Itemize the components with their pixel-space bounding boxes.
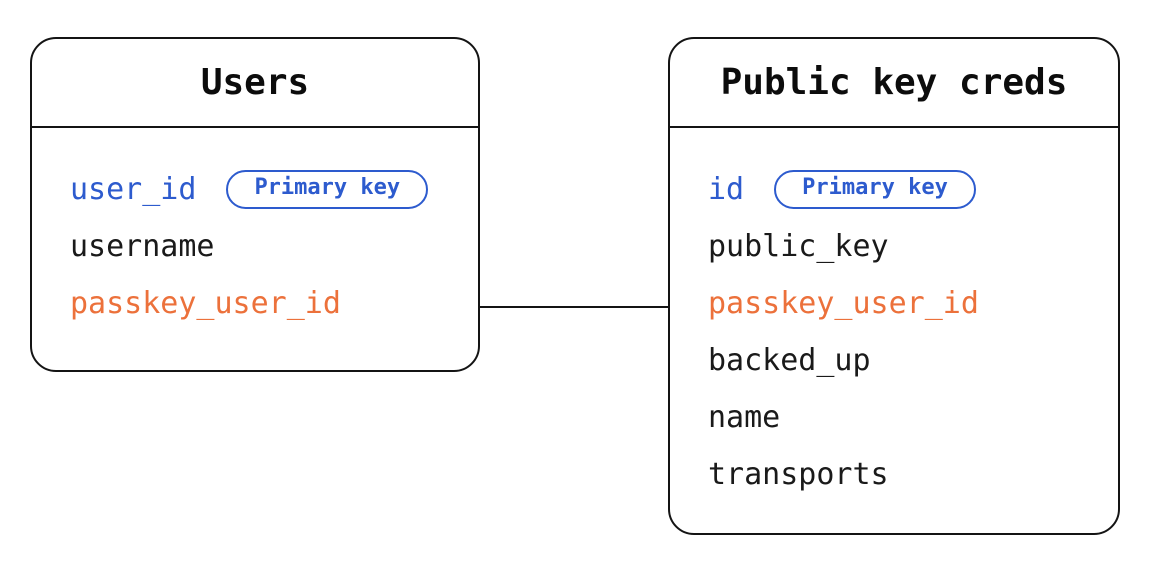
field-name-backed-up: backed_up (708, 343, 871, 378)
field-name-user-id: user_id (70, 172, 197, 207)
field-name-id: id (708, 172, 745, 207)
primary-key-badge: Primary key (774, 170, 976, 209)
table-users-body: user_id Primary key username passkey_use… (32, 128, 478, 332)
field-row-user-id: user_id Primary key (70, 161, 458, 218)
table-public-key-creds: Public key creds id Primary key public_k… (668, 37, 1120, 535)
field-row-username: username (70, 218, 458, 275)
field-name-public-key: public_key (708, 229, 889, 264)
field-row-id: id Primary key (708, 161, 1098, 218)
field-row-backed-up: backed_up (708, 332, 1098, 389)
table-public-key-creds-body: id Primary key public_key passkey_user_i… (670, 128, 1118, 503)
table-public-key-creds-title: Public key creds (720, 62, 1068, 103)
field-row-transports: transports (708, 446, 1098, 503)
primary-key-badge: Primary key (226, 170, 429, 209)
field-name-transports: transports (708, 457, 889, 492)
field-name-passkey-user-id: passkey_user_id (708, 286, 979, 321)
field-name-name: name (708, 400, 781, 435)
table-public-key-creds-header: Public key creds (670, 39, 1118, 128)
field-row-passkey-user-id: passkey_user_id (708, 275, 1098, 332)
table-users: Users user_id Primary key username passk… (30, 37, 480, 372)
field-row-name: name (708, 389, 1098, 446)
table-users-title: Users (200, 62, 310, 103)
table-users-header: Users (32, 39, 478, 128)
relationship-line (480, 306, 668, 308)
field-row-passkey-user-id: passkey_user_id (70, 275, 458, 332)
field-row-public-key: public_key (708, 218, 1098, 275)
field-name-username: username (70, 229, 215, 264)
field-name-passkey-user-id: passkey_user_id (70, 286, 341, 321)
